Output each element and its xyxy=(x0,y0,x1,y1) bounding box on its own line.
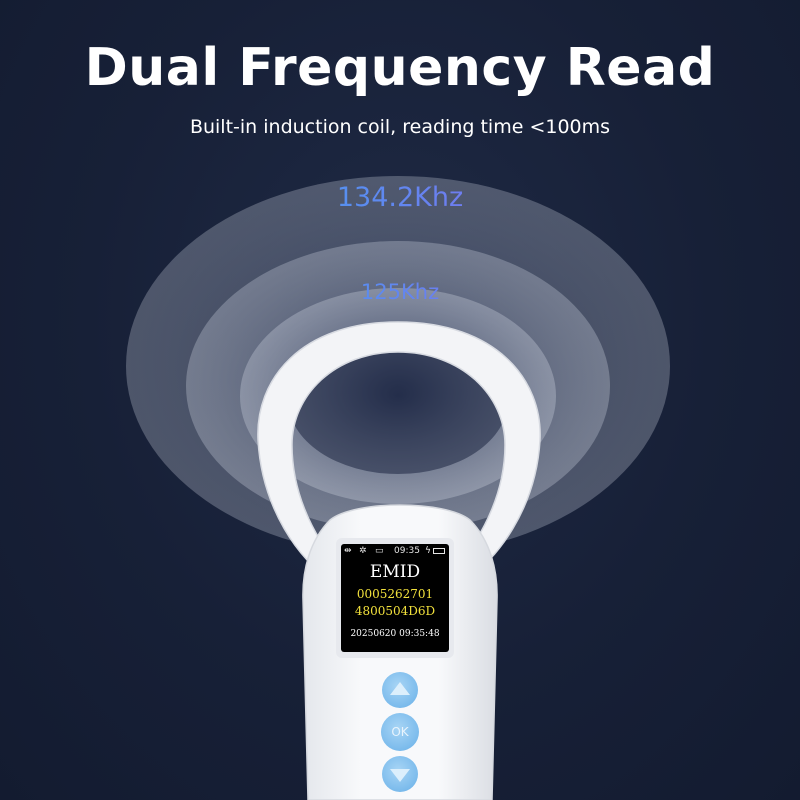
frequency-label-low: 125Khz xyxy=(0,280,800,304)
bluetooth-icon: ✲ xyxy=(359,546,367,556)
charging-icon: ϟ xyxy=(425,546,431,556)
induction-waves xyxy=(126,176,670,556)
tag-id-line-1: 0005262701 xyxy=(356,587,434,601)
device-screen: ⇹ ✲ ▭ 09:35 ϟ EMID 0005262701 4800504D6D… xyxy=(341,544,449,652)
frequency-label-high: 134.2Khz xyxy=(0,182,800,213)
scanner-loop xyxy=(257,321,541,581)
battery-icon xyxy=(433,548,445,554)
down-button[interactable] xyxy=(382,756,418,792)
ok-button[interactable]: OK xyxy=(381,713,419,751)
read-mode-label: EMID xyxy=(369,562,421,582)
page-title: Dual Frequency Read xyxy=(84,38,716,98)
arrow-down-icon xyxy=(390,769,410,782)
read-timestamp: 20250620 09:35:48 xyxy=(350,629,440,639)
arrow-up-icon xyxy=(390,682,410,695)
status-bar: ⇹ ✲ ▭ 09:35 ϟ xyxy=(341,546,449,559)
tag-id-line-2: 4800504D6D xyxy=(354,604,436,618)
computer-icon: ▭ xyxy=(375,546,384,556)
status-time: 09:35 xyxy=(394,546,420,556)
up-button[interactable] xyxy=(382,672,418,708)
page-subtitle: Built-in induction coil, reading time <1… xyxy=(189,116,611,138)
ok-button-label: OK xyxy=(391,725,409,739)
usb-icon: ⇹ xyxy=(344,546,352,556)
